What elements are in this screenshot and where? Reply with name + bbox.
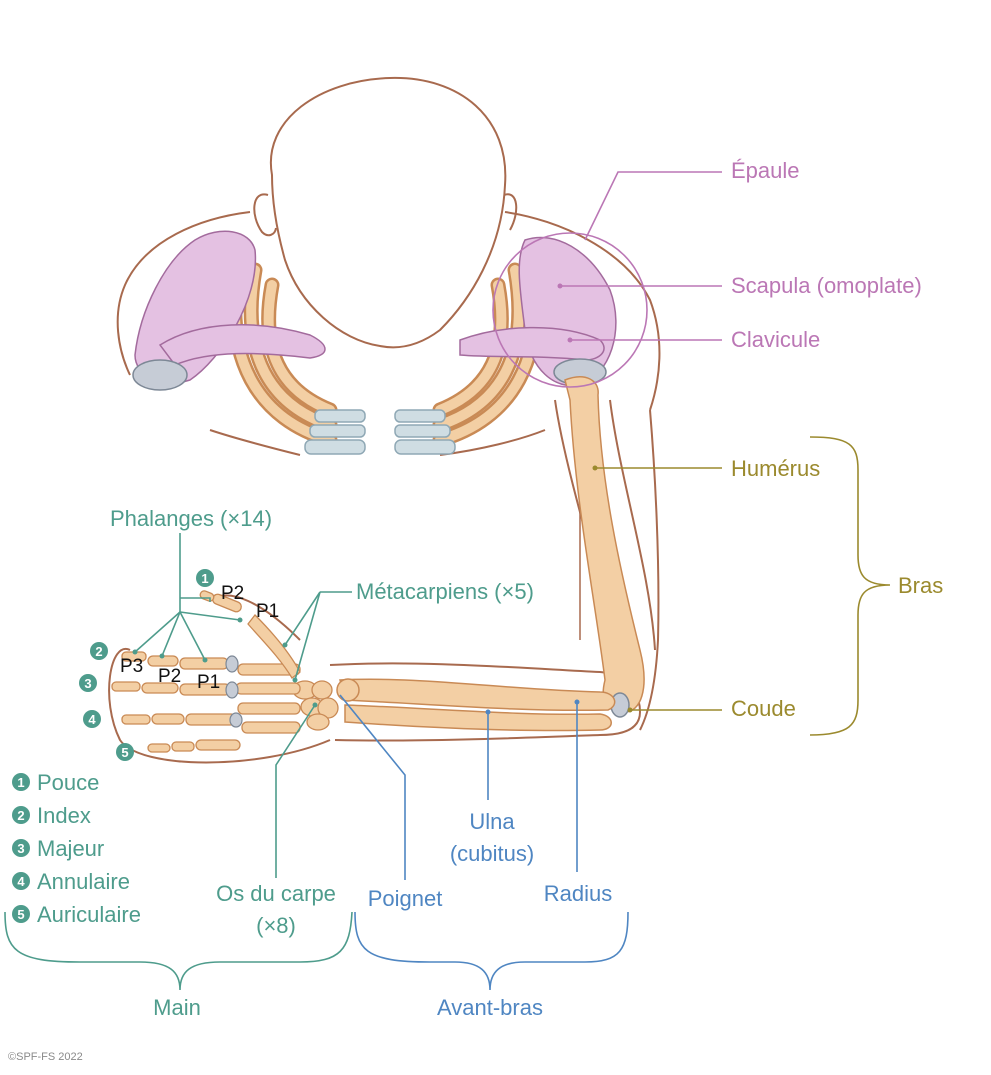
legend-name: Annulaire	[37, 869, 130, 894]
marker-thumb-p2: P2	[221, 583, 244, 604]
finger-badges-on-hand: 1 2 3 4 5	[79, 569, 214, 761]
badge-2-on-hand	[90, 642, 108, 660]
leader-epaule	[584, 171, 722, 241]
legend-item-index: 2 Index	[12, 803, 91, 828]
brace-avant-bras	[354, 911, 629, 991]
badge-1-num: 1	[201, 571, 208, 586]
label-bras: Bras	[898, 573, 943, 598]
leader-carpe	[275, 704, 316, 878]
shoulder-highlight-circle	[492, 232, 648, 388]
badge-5-on-hand	[116, 743, 134, 761]
marker-thumb-p1: P1	[256, 601, 279, 622]
copyright: ©SPF-FS 2022	[8, 1051, 83, 1063]
hand-dots	[132, 617, 318, 708]
humerus-bone	[564, 376, 645, 718]
label-avant-bras: Avant-bras	[437, 995, 543, 1020]
marker-index-p2: P2	[158, 666, 181, 687]
label-scapula: Scapula (omoplate)	[731, 273, 922, 298]
legend-num: 2	[17, 808, 24, 823]
phalanx-markers: P2 P1 P3 P2 P1	[120, 583, 279, 693]
leader-phalanges-thumb	[180, 597, 211, 602]
label-epaule: Épaule	[731, 158, 800, 183]
forearm-leaders	[339, 694, 629, 991]
legend-item-auriculaire: 5 Auriculaire	[12, 902, 141, 927]
shoulder-dots	[557, 283, 573, 343]
leader-poignet	[339, 694, 406, 880]
leader-metacarpiens-1	[284, 591, 321, 646]
label-clavicule: Clavicule	[731, 327, 820, 352]
finger-legend: 1 Pouce 2 Index 3 Majeur 4 Annulaire 5 A…	[12, 770, 141, 927]
label-main: Main	[153, 995, 201, 1020]
label-coude: Coude	[731, 696, 796, 721]
label-carpe-1: Os du carpe	[216, 881, 336, 906]
badge-5-num: 5	[121, 745, 128, 760]
label-poignet: Poignet	[368, 886, 443, 911]
legend-name: Index	[37, 803, 91, 828]
legend-name: Auriculaire	[37, 902, 141, 927]
shoulder-bones	[132, 230, 617, 391]
label-radius: Radius	[544, 881, 612, 906]
badge-2-num: 2	[95, 644, 102, 659]
label-metacarpiens: Métacarpiens (×5)	[356, 579, 534, 604]
hand-bones	[111, 590, 339, 753]
legend-num: 3	[17, 841, 24, 856]
badge-4-on-hand	[83, 710, 101, 728]
brace-main	[4, 911, 353, 991]
label-phalanges: Phalanges (×14)	[110, 506, 272, 531]
legend-name: Pouce	[37, 770, 99, 795]
labels: Épaule Scapula (omoplate) Clavicule Humé…	[110, 158, 943, 1020]
brace-bras	[809, 436, 891, 736]
arm-dots	[592, 465, 633, 713]
marker-index-p3: P3	[120, 656, 143, 677]
label-ulna-2: (cubitus)	[450, 841, 534, 866]
legend-item-annulaire: 4 Annulaire	[12, 869, 130, 894]
badge-1-on-hand	[196, 569, 214, 587]
hand-joints	[225, 655, 243, 728]
hand-leaders	[4, 533, 353, 991]
badge-4-num: 4	[88, 712, 96, 727]
marker-index-p1: P1	[197, 672, 220, 693]
arm-leaders	[595, 436, 891, 736]
legend-item-pouce: 1 Pouce	[12, 770, 99, 795]
forearm-dots	[485, 699, 580, 715]
label-humerus: Humérus	[731, 456, 820, 481]
forearm-bones	[336, 678, 616, 732]
shoulder-leaders	[492, 171, 722, 388]
legend-num: 4	[17, 874, 25, 889]
body-outline	[108, 76, 661, 764]
legend-item-majeur: 3 Majeur	[12, 836, 104, 861]
badge-3-num: 3	[84, 676, 91, 691]
badge-3-on-hand	[79, 674, 97, 692]
label-carpe-2: (×8)	[256, 913, 296, 938]
legend-name: Majeur	[37, 836, 104, 861]
legend-num: 5	[17, 907, 24, 922]
legend-num: 1	[17, 775, 24, 790]
leader-metacarpiens-2	[294, 591, 321, 681]
label-ulna-1: Ulna	[469, 809, 515, 834]
